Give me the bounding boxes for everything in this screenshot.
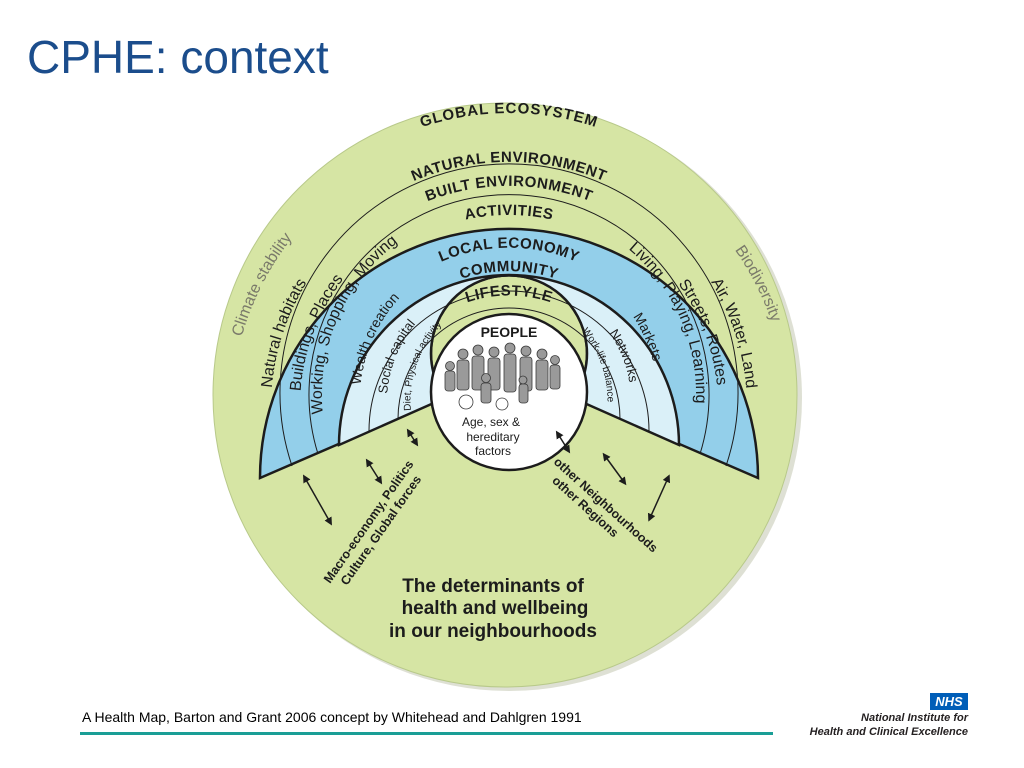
activities-arc — [308, 194, 710, 455]
subtitle-line-1: The determinants of — [402, 576, 584, 597]
activities-label: ACTIVITIES — [463, 202, 554, 224]
local-economy-band — [337, 273, 681, 447]
subtitle-line-2: health and wellbeing — [402, 598, 589, 619]
lifestyle-arc — [397, 307, 621, 420]
centre-line-2: hereditary — [466, 430, 519, 444]
svg-text:ACTIVITIES: ACTIVITIES — [463, 202, 555, 224]
logo-line-1: National Institute for — [861, 712, 968, 724]
arrow-left-outer — [303, 474, 332, 526]
arrow-left-middle — [365, 458, 383, 485]
built-environment-arc — [279, 163, 739, 467]
interaction-arrows — [303, 428, 671, 526]
people-figures-icon — [444, 342, 561, 411]
arrow-left-inner — [406, 428, 419, 447]
community-arc — [368, 290, 650, 432]
subtitle-line-3: in our neighbourhoods — [389, 621, 597, 642]
nice-logo: NHS National Institute for Health and Cl… — [808, 693, 968, 741]
arrow-right-outer — [647, 474, 671, 522]
footer-rule — [80, 732, 773, 735]
arrow-right-middle — [602, 452, 627, 486]
slide-title: CPHE: context — [27, 31, 329, 83]
lifestyle-label: LIFESTYLE — [463, 282, 554, 306]
source-caption: A Health Map, Barton and Grant 2006 conc… — [82, 709, 582, 725]
svg-text:LIFESTYLE: LIFESTYLE — [463, 282, 554, 306]
arrow-right-inner — [555, 430, 571, 454]
centre-line-1: Age, sex & — [462, 415, 520, 429]
logo-line-2: Health and Clinical Excellence — [809, 726, 968, 738]
nhs-badge-icon: NHS — [930, 693, 968, 710]
centre-line-3: factors — [475, 444, 511, 458]
people-label: PEOPLE — [481, 324, 538, 340]
